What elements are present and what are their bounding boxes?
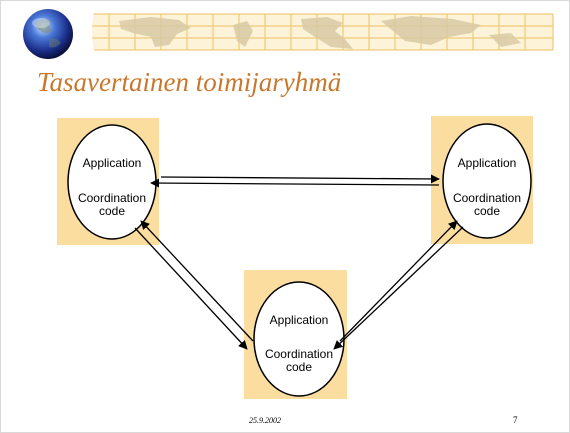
node-bottom-label-coordination: Coordination — [265, 347, 333, 361]
footer-date: 25.9.2002 — [249, 416, 281, 425]
map-continents — [119, 16, 521, 49]
node-left-label-coordination: Coordination — [78, 191, 146, 205]
link-left-right — [150, 174, 440, 188]
node-right-label-coordination: Coordination — [453, 191, 521, 205]
node-bottom-ellipse — [253, 281, 345, 397]
arrow-left-to-right — [160, 174, 440, 184]
header-banner — [23, 1, 554, 61]
node-right: Application Coordination code — [431, 116, 533, 244]
node-right-label-application: Application — [458, 156, 517, 170]
globe-icon — [23, 9, 73, 59]
node-right-label-code: code — [474, 204, 500, 218]
arrow-bottom-to-left — [140, 220, 254, 342]
node-left-ellipse — [67, 124, 157, 240]
node-left-label-code: code — [99, 204, 125, 218]
arrow-bottom-to-right — [339, 220, 458, 342]
arrow-right-to-left — [150, 178, 440, 188]
node-bottom-label-code: code — [286, 360, 312, 374]
link-left-bottom — [134, 220, 254, 350]
node-left: Application Coordination code — [57, 118, 159, 245]
slide-title: Tasavertainen toimijaryhmä — [37, 67, 342, 97]
node-bottom-label-application: Application — [270, 313, 329, 327]
node-right-ellipse — [442, 123, 532, 239]
page-number: 7 — [513, 415, 518, 425]
node-bottom: Application Coordination code — [244, 270, 347, 399]
link-right-bottom — [333, 220, 464, 350]
arrow-left-to-bottom — [134, 227, 248, 350]
node-left-label-application: Application — [83, 156, 142, 170]
arrow-right-to-bottom — [333, 226, 464, 350]
